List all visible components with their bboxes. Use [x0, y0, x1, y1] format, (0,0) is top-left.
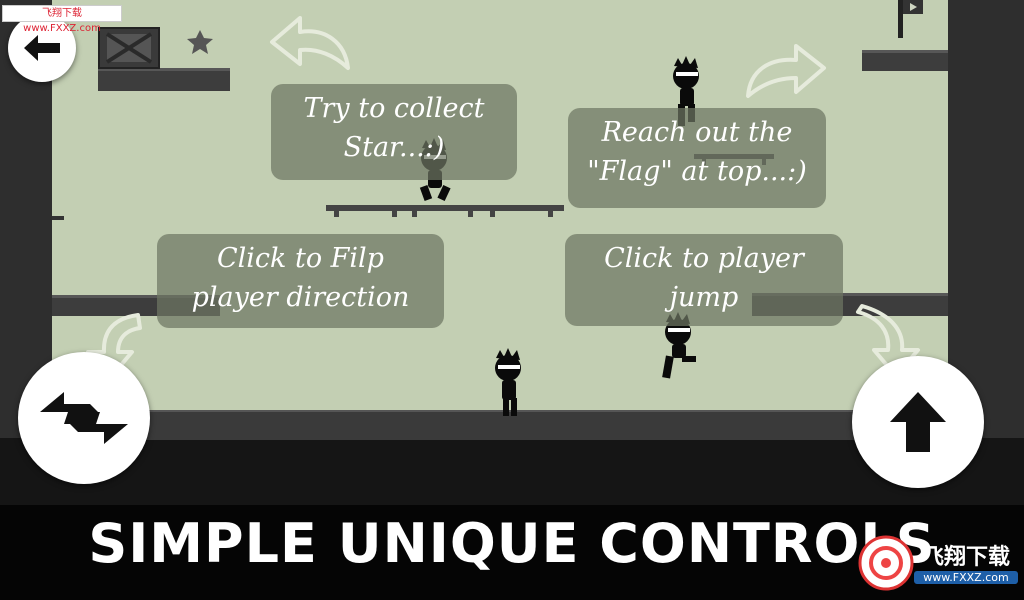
tip-flip-direction-line1: Click to Filp [217, 243, 384, 274]
banner-title: SIMPLE UNIQUE CONTROLS [88, 512, 936, 575]
tip-jump: Click to player jump [565, 234, 843, 326]
top-left-ledge [98, 68, 230, 91]
player-character-ground [495, 348, 521, 416]
tip-reach-flag-line1: Reach out the [601, 117, 793, 148]
bottom-banner [0, 505, 1024, 600]
watermark-name: 飞翔下载 [921, 545, 1010, 570]
tip-collect-star-line2: Star...:) [343, 132, 445, 163]
back-button[interactable] [8, 14, 76, 82]
star-icon [187, 30, 213, 54]
swap-arrows-icon [40, 392, 128, 444]
flip-direction-button[interactable] [18, 352, 150, 484]
watermark-logo-icon [858, 535, 914, 591]
top-right-ledge [862, 50, 948, 71]
curved-arrow-down-right-icon [856, 304, 920, 378]
wall-stub [52, 216, 64, 220]
tip-flip-direction: Click to Filp player direction [157, 234, 444, 328]
ground-floor [52, 410, 948, 440]
jump-button[interactable] [852, 356, 984, 488]
tip-reach-flag-line2: "Flag" at top...:) [587, 156, 807, 187]
tip-flip-direction-line2: player direction [191, 282, 410, 313]
flag-icon [898, 0, 923, 38]
arrow-left-icon [24, 35, 60, 61]
bench-platform-center [326, 205, 564, 217]
underground [0, 438, 1024, 505]
curved-arrow-right-icon [746, 44, 826, 98]
curved-arrow-left-icon [270, 16, 350, 70]
crate-icon [98, 27, 160, 69]
watermark-top-left: 飞翔下载 www.FXXZ.com [2, 5, 122, 34]
arrow-up-icon [890, 392, 946, 452]
tip-reach-flag: Reach out the "Flag" at top...:) [568, 108, 826, 208]
tip-jump-line2: jump [669, 282, 739, 313]
tip-jump-line1: Click to player [604, 243, 804, 274]
tip-collect-star-line1: Try to collect [303, 93, 485, 124]
tip-collect-star: Try to collect Star...:) [271, 84, 517, 180]
watermark-badge: 飞翔下载 www.FXXZ.com [858, 535, 1020, 593]
watermark-url: www.FXXZ.com [914, 571, 1018, 584]
